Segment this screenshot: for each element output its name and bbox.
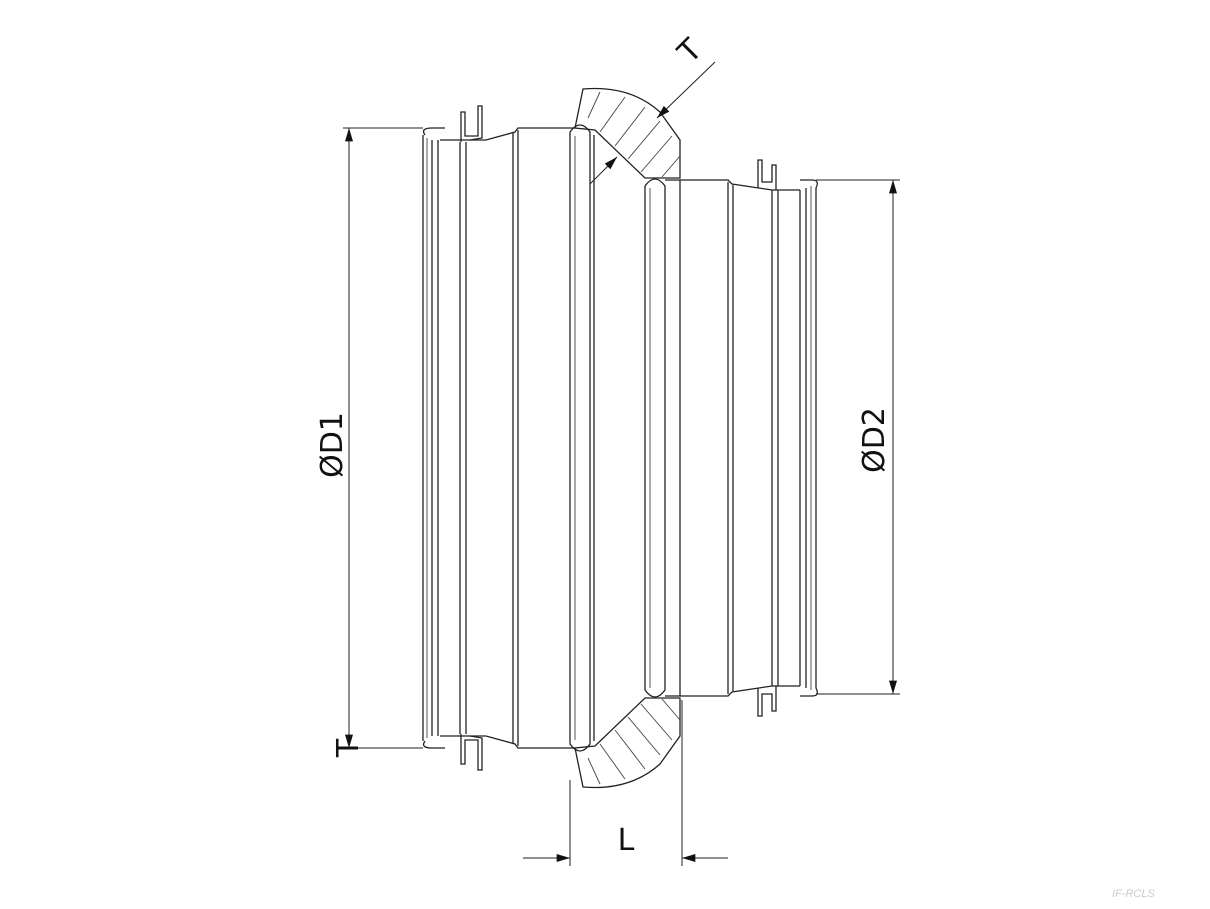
dimension-d2 bbox=[816, 179, 900, 695]
label-l: L bbox=[618, 823, 635, 858]
label-t-left: T bbox=[331, 738, 366, 758]
label-t-top: T bbox=[671, 32, 710, 71]
dimension-t bbox=[589, 61, 716, 185]
cone-section bbox=[574, 87, 681, 789]
label-d1: ØD1 bbox=[315, 412, 350, 478]
dimension-d1 bbox=[343, 127, 423, 749]
left-pipe bbox=[422, 105, 595, 771]
label-d2: ØD2 bbox=[857, 407, 892, 473]
right-pipe bbox=[644, 159, 818, 717]
watermark: IF-RCLS bbox=[1112, 888, 1155, 900]
dimension-l bbox=[523, 700, 728, 866]
